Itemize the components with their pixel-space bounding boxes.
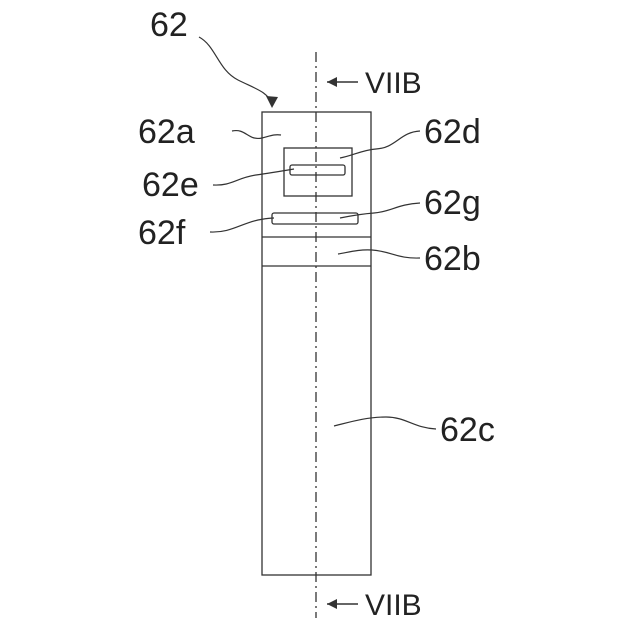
label-62a: 62a — [138, 113, 195, 151]
leader-62f — [210, 218, 274, 232]
section-arrow-bottom — [327, 599, 358, 609]
leader-62g — [340, 203, 420, 218]
leader-62c — [334, 417, 436, 429]
label-62g: 62g — [424, 184, 481, 222]
leader-62a — [232, 131, 281, 139]
label-62d: 62d — [424, 113, 481, 151]
label-62e: 62e — [142, 166, 199, 204]
slot-62e — [290, 165, 345, 175]
section-label-top: VIIB — [365, 67, 422, 100]
section-label-bottom: VIIB — [365, 589, 422, 622]
bar-62f — [272, 213, 358, 224]
leader-62 — [199, 37, 278, 108]
leader-62b — [338, 250, 420, 258]
label-62b: 62b — [424, 240, 481, 278]
leader-62e — [213, 169, 294, 185]
label-62: 62 — [150, 6, 188, 44]
window-62d — [284, 148, 352, 196]
label-62c: 62c — [440, 411, 495, 449]
label-62f: 62f — [138, 214, 186, 252]
section-arrow-top — [327, 77, 358, 87]
